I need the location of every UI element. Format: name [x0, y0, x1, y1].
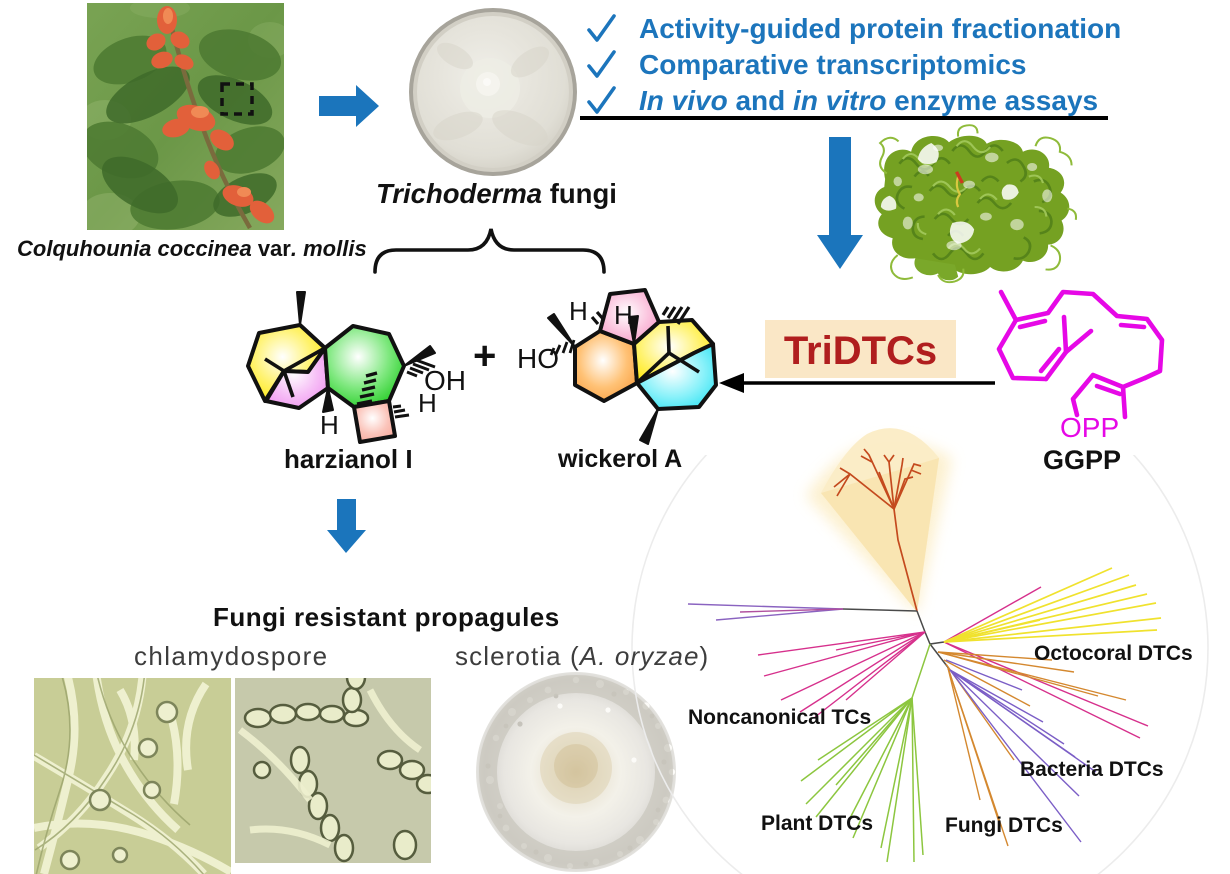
svg-text:H: H [320, 410, 339, 440]
svg-text:H: H [569, 296, 588, 326]
svg-text:H: H [614, 300, 633, 330]
svg-text:OH: OH [424, 365, 466, 396]
svg-text:HO: HO [517, 343, 559, 374]
svg-text:H: H [418, 388, 437, 418]
